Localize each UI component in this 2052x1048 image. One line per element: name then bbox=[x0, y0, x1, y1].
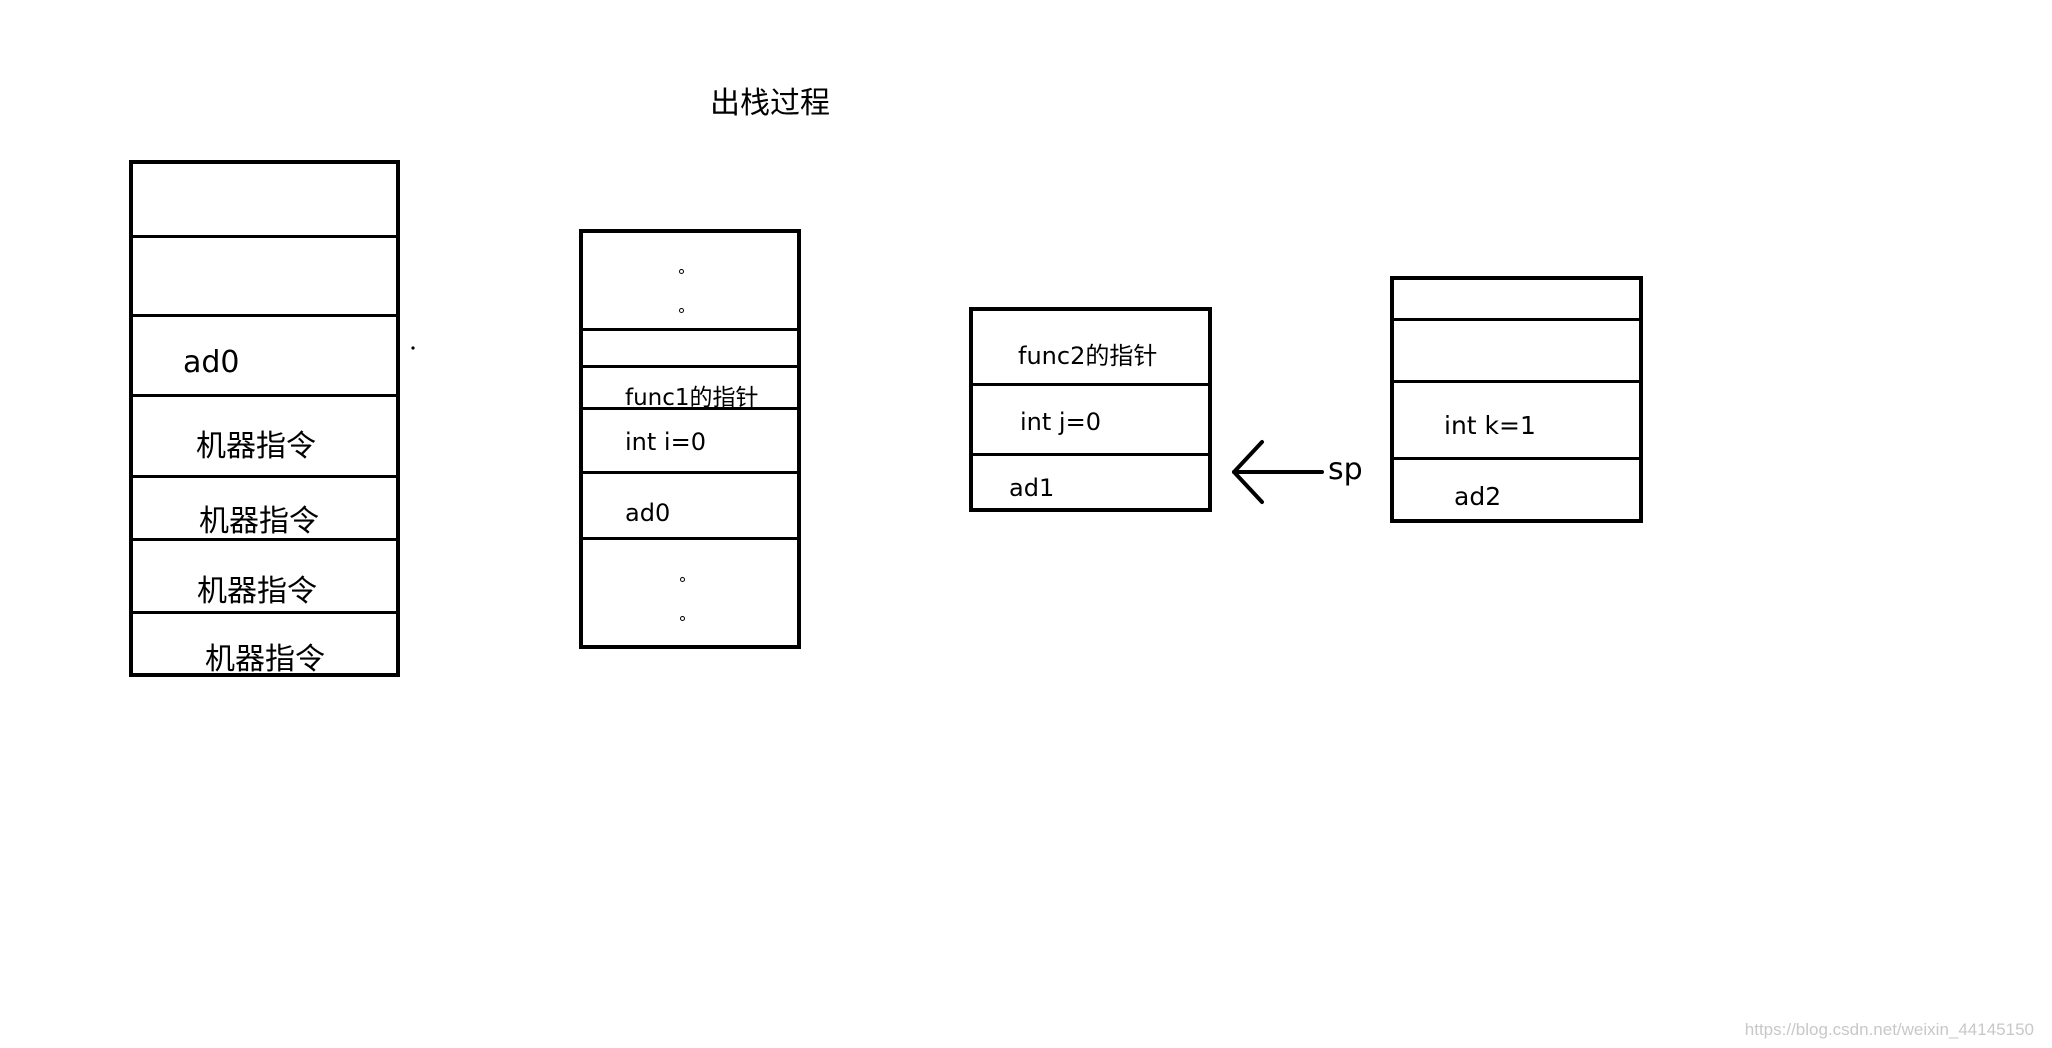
stack-cell: ad0 bbox=[133, 317, 396, 397]
diagram-title: 出栈过程 bbox=[710, 86, 830, 121]
cell-label: 机器指令 bbox=[197, 574, 317, 609]
stack-cell bbox=[583, 233, 797, 331]
cell-label: ad0 bbox=[625, 499, 671, 527]
right-stack: int k=1 ad2 bbox=[1390, 276, 1643, 523]
stack-cell bbox=[1394, 321, 1639, 383]
ellipsis-dot bbox=[679, 269, 684, 274]
stack-cell bbox=[133, 164, 396, 238]
ellipsis-dot bbox=[680, 577, 685, 582]
stack-cell: ad1 bbox=[973, 456, 1208, 512]
cell-label: 机器指令 bbox=[196, 429, 316, 464]
func2-stack: func2的指针 int j=0 ad1 bbox=[969, 307, 1212, 512]
cell-label: 机器指令 bbox=[205, 642, 325, 677]
stack-cell: 机器指令 bbox=[133, 541, 396, 614]
stack-cell: ad2 bbox=[1394, 460, 1639, 523]
ellipsis-dot bbox=[680, 616, 685, 621]
stack-cell: 机器指令 bbox=[133, 614, 396, 677]
watermark: https://blog.csdn.net/weixin_44145150 bbox=[1744, 1020, 2034, 1039]
ellipsis-dot bbox=[679, 308, 684, 313]
cell-label: int k=1 bbox=[1444, 411, 1536, 440]
cell-label: int i=0 bbox=[625, 428, 706, 456]
stack-cell: int i=0 bbox=[583, 410, 797, 474]
stack-cell bbox=[1394, 280, 1639, 321]
stray-mark-icon bbox=[411, 346, 415, 350]
cell-label: func1的指针 bbox=[625, 385, 759, 411]
sp-label: sp bbox=[1328, 452, 1363, 487]
stack-cell: func2的指针 bbox=[973, 311, 1208, 386]
stack-cell: ad0 bbox=[583, 474, 797, 540]
stack-cell: int j=0 bbox=[973, 386, 1208, 456]
stack-cell bbox=[133, 238, 396, 317]
cell-label: ad2 bbox=[1454, 482, 1502, 511]
cell-label: func2的指针 bbox=[1018, 342, 1158, 370]
stack-cell bbox=[583, 331, 797, 368]
stack-cell bbox=[583, 540, 797, 649]
cell-label: ad1 bbox=[1009, 474, 1055, 502]
stack-cell: int k=1 bbox=[1394, 383, 1639, 460]
func1-stack: func1的指针 int i=0 ad0 bbox=[579, 229, 801, 649]
cell-label: 机器指令 bbox=[199, 504, 319, 539]
main-stack: ad0 机器指令 机器指令 机器指令 机器指令 bbox=[129, 160, 400, 677]
stack-cell: func1的指针 bbox=[583, 368, 797, 411]
stack-cell: 机器指令 bbox=[133, 397, 396, 478]
stack-cell: 机器指令 bbox=[133, 478, 396, 541]
cell-label: ad0 bbox=[183, 345, 240, 380]
cell-label: int j=0 bbox=[1020, 408, 1101, 436]
